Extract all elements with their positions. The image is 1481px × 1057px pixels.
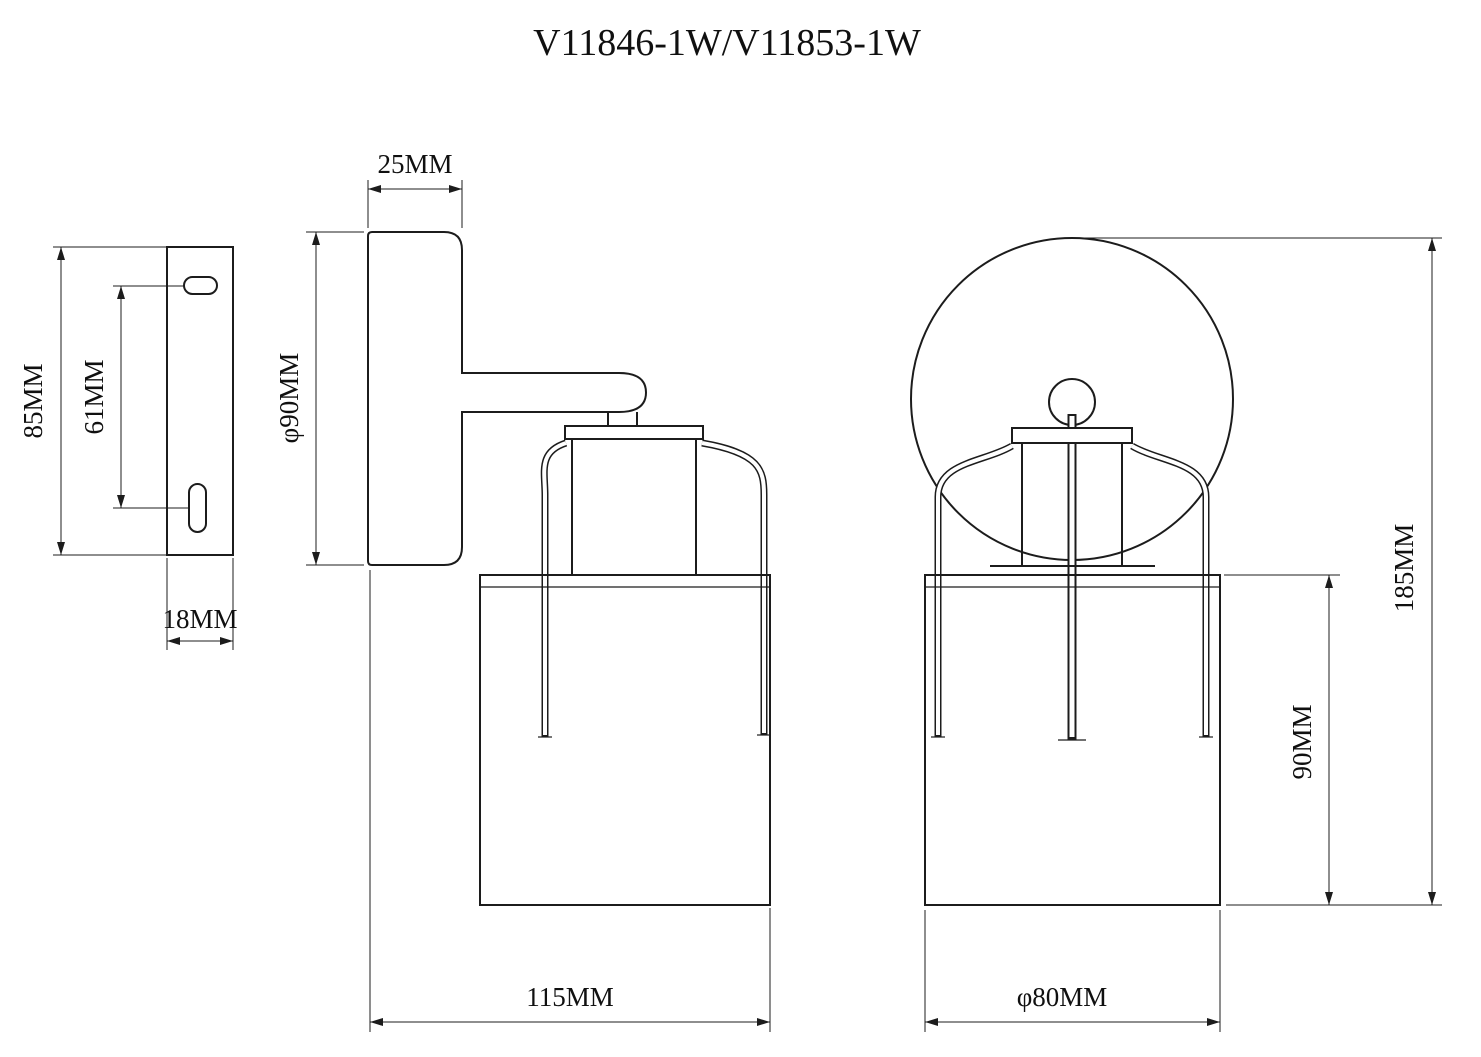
dimension-61mm: 61MM	[79, 285, 189, 509]
center-rod	[1058, 414, 1086, 741]
dimension-18mm: 18MM	[162, 558, 238, 650]
dim-25mm-label: 25MM	[377, 149, 452, 179]
cage-wires-side	[538, 439, 771, 738]
socket-cap-front	[1011, 427, 1133, 444]
socket-cap-side	[564, 425, 704, 440]
arm-fill	[460, 373, 646, 412]
dim-85mm-label: 85MM	[18, 363, 48, 438]
lamp-front-view: 185MM 90MM φ80MM	[910, 237, 1442, 1032]
cage-wires-front	[931, 442, 1213, 738]
canopy-side	[367, 231, 463, 566]
dimension-85mm: 85MM	[18, 246, 167, 556]
dimension-dia90mm: φ90MM	[274, 231, 364, 566]
dimension-dia80mm: φ80MM	[924, 910, 1221, 1032]
dim-dia90mm-label: φ90MM	[274, 353, 304, 444]
bracket-slot-top	[183, 276, 218, 295]
dimension-115mm: 115MM	[369, 570, 771, 1032]
dimension-90mm: 90MM	[1224, 574, 1340, 905]
bracket-side-view: 85MM 61MM 18MM	[18, 246, 238, 650]
shade-front	[924, 574, 1221, 906]
bracket-outline	[166, 246, 234, 556]
dimension-25mm: 25MM	[367, 149, 463, 228]
dimension-185mm: 185MM	[1084, 237, 1442, 906]
dim-61mm-label: 61MM	[79, 359, 109, 434]
arm-side	[461, 372, 648, 413]
shade-side	[479, 574, 771, 906]
drawing-title: V11846-1W/V11853-1W	[533, 22, 921, 64]
dim-18mm-label: 18MM	[162, 604, 237, 634]
lamp-side-view: 25MM φ90MM 115MM	[274, 149, 771, 1032]
dim-185mm-label: 185MM	[1389, 524, 1419, 613]
dim-90mm-label: 90MM	[1287, 704, 1317, 779]
dim-115mm-label: 115MM	[526, 982, 614, 1012]
bracket-slot-bottom	[188, 483, 207, 533]
dim-dia80mm-label: φ80MM	[1017, 982, 1108, 1012]
